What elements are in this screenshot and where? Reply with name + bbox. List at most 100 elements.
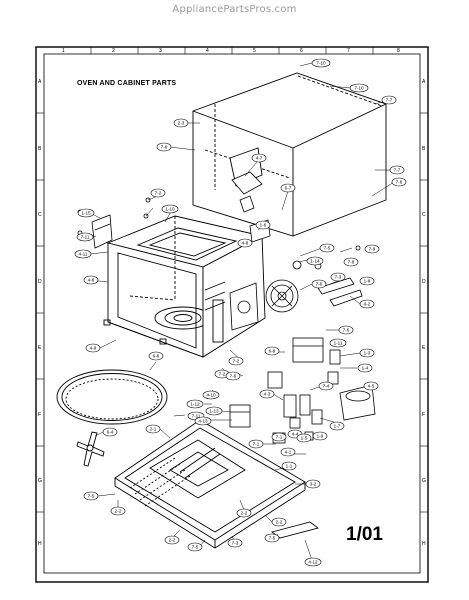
callout-7-7: 7-7 — [389, 165, 405, 175]
svg-text:7-2: 7-2 — [219, 372, 226, 377]
svg-text:1-10: 1-10 — [165, 207, 175, 212]
svg-text:1-7: 1-7 — [334, 424, 341, 429]
svg-text:7-6: 7-6 — [230, 374, 237, 379]
svg-text:7-10: 7-10 — [354, 86, 364, 91]
callout-7-3: 7-3 — [227, 538, 243, 548]
callout-1-7: 1-7 — [329, 421, 345, 431]
svg-text:4-9: 4-9 — [90, 346, 97, 351]
zone-letter-left: C — [38, 212, 42, 218]
svg-text:1-11: 1-11 — [334, 341, 343, 346]
callout-4-13: 4-13 — [194, 416, 212, 426]
svg-text:1-6: 1-6 — [260, 223, 267, 228]
zone-letter-right: C — [422, 212, 426, 218]
zone-numbers: 1 2 3 4 5 6 7 8 — [62, 48, 400, 54]
svg-text:7-7: 7-7 — [394, 168, 401, 173]
callout-1-13: 1-13 — [205, 406, 223, 416]
zone-letter-left: F — [38, 412, 41, 418]
roller-coupler — [76, 431, 105, 467]
svg-text:1-14: 1-14 — [310, 259, 320, 264]
svg-text:7-5: 7-5 — [269, 536, 276, 541]
callout-2-2: 2-2 — [110, 506, 126, 516]
callout-7-10: 7-10 — [311, 58, 331, 68]
callout-2-2: 2-2 — [164, 535, 180, 545]
callout-4-12: 4-12 — [304, 557, 322, 567]
svg-text:6-4: 6-4 — [107, 430, 114, 435]
callout-7-6: 7-6 — [338, 325, 354, 335]
callout-1-11: 1-11 — [329, 338, 347, 348]
callout-4-9: 4-9 — [85, 343, 101, 353]
svg-text:3-2: 3-2 — [310, 482, 317, 487]
svg-text:7-4: 7-4 — [323, 384, 330, 389]
callout-2-2: 2-2 — [271, 517, 287, 527]
svg-text:2-2: 2-2 — [115, 509, 122, 514]
callout-6-7: 6-7 — [280, 183, 296, 193]
watermark: AppliancePartsPros.com — [172, 4, 297, 15]
diagram-title: OVEN AND CABINET PARTS — [77, 80, 177, 87]
control-components — [229, 337, 376, 444]
svg-text:7-7: 7-7 — [386, 98, 393, 103]
svg-text:1-8: 1-8 — [364, 279, 371, 284]
callout-7-1: 7-1 — [248, 439, 264, 449]
svg-text:2-2: 2-2 — [241, 511, 248, 516]
callout-1-15: 1-15 — [77, 208, 95, 218]
zone-letter-left: A — [38, 79, 42, 85]
zone-letter-right: H — [422, 541, 426, 547]
svg-text:4-6: 4-6 — [88, 278, 95, 283]
callout-7-10: 7-10 — [349, 83, 369, 93]
svg-text:1-3: 1-3 — [364, 351, 371, 356]
callout-6-6: 6-6 — [148, 351, 164, 361]
callout-3-2: 3-2 — [305, 479, 321, 489]
callout-1-10: 1-10 — [161, 204, 179, 214]
callout-4-8: 4-8 — [237, 238, 253, 248]
svg-text:4-13: 4-13 — [198, 419, 208, 424]
oven-cavity — [103, 215, 266, 358]
svg-text:2-2: 2-2 — [276, 520, 283, 525]
zone-number-top: 2 — [112, 48, 115, 54]
zone-number-top: 6 — [300, 48, 303, 54]
svg-text:6-7: 6-7 — [285, 186, 292, 191]
callout-7-6: 7-6 — [225, 371, 241, 381]
callout-4-6: 4-6 — [83, 275, 99, 285]
callouts: 7-10 7-10 7-7 2-3 7-6 7-7 4-7 6-7 7-6 7-… — [74, 58, 407, 567]
callout-7-3: 7-3 — [330, 272, 346, 282]
svg-text:1-5: 1-5 — [301, 436, 308, 441]
svg-text:4-2: 4-2 — [364, 302, 371, 307]
svg-text:2-1: 2-1 — [150, 427, 157, 432]
zone-number-top: 3 — [159, 48, 162, 54]
callout-7-5: 7-5 — [187, 542, 203, 552]
callout-4-2: 4-2 — [359, 299, 375, 309]
svg-text:1-1: 1-1 — [286, 464, 293, 469]
callout-2-2: 2-2 — [236, 508, 252, 518]
zone-number-top: 7 — [347, 48, 350, 54]
svg-text:7-1: 7-1 — [276, 435, 283, 440]
callout-7-11: 7-11 — [76, 232, 94, 242]
zone-letter-right: F — [422, 412, 425, 418]
callout-2-3: 2-3 — [173, 118, 189, 128]
zone-letter-right: D — [422, 279, 426, 285]
zone-number-top: 8 — [397, 48, 400, 54]
svg-text:7-2: 7-2 — [155, 191, 162, 196]
turntable-tray — [56, 369, 168, 425]
callout-7-1: 7-1 — [271, 432, 287, 442]
svg-text:7-3: 7-3 — [335, 275, 342, 280]
svg-text:1-13: 1-13 — [209, 409, 219, 414]
svg-text:1-4: 1-4 — [362, 366, 369, 371]
svg-text:4-7: 4-7 — [256, 156, 263, 161]
svg-text:7-6: 7-6 — [396, 180, 403, 185]
svg-text:2-3: 2-3 — [178, 121, 185, 126]
zone-ticks — [36, 47, 428, 513]
svg-text:1-12: 1-12 — [190, 402, 200, 407]
page-number: 1/01 — [346, 524, 383, 545]
callout-7-2: 7-2 — [150, 188, 166, 198]
svg-text:7-6: 7-6 — [343, 328, 350, 333]
callout-1-6: 1-6 — [255, 220, 271, 230]
zone-letter-left: B — [38, 146, 42, 152]
zone-letter-left: H — [38, 541, 42, 547]
svg-text:4-12: 4-12 — [308, 560, 318, 565]
callout-1-3: 1-3 — [359, 348, 375, 358]
svg-text:4-11: 4-11 — [79, 252, 88, 257]
callout-1-14: 1-14 — [306, 256, 324, 266]
svg-text:7-9: 7-9 — [369, 247, 376, 252]
callout-1-8: 1-8 — [359, 276, 375, 286]
